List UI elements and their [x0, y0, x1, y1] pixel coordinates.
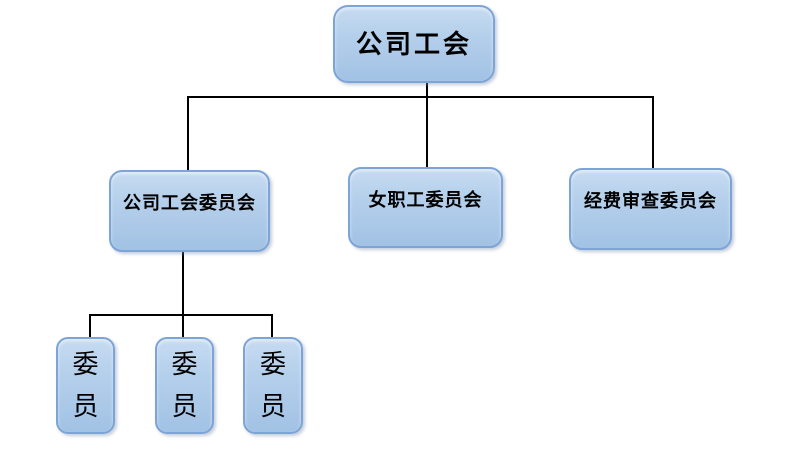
org-node-member-3-label: 委员: [259, 349, 286, 421]
org-node-member-1: 委员: [56, 337, 115, 434]
org-node-union-committee-label: 公司工会委员会: [123, 193, 256, 213]
org-node-member-2: 委员: [155, 337, 214, 434]
org-node-funds-audit-committee-label: 经费审查委员会: [584, 191, 717, 211]
org-node-funds-audit-committee: 经费审查委员会: [569, 168, 732, 250]
org-node-union-committee: 公司工会委员会: [109, 170, 270, 252]
org-node-member-3: 委员: [243, 337, 303, 434]
org-node-company-union: 公司工会: [333, 5, 495, 83]
org-node-member-1-label: 委员: [72, 349, 99, 421]
org-node-member-2-label: 委员: [171, 349, 198, 421]
org-node-female-workers-committee-label: 女职工委员会: [368, 190, 483, 210]
org-node-company-union-label: 公司工会: [355, 30, 472, 59]
org-node-female-workers-committee: 女职工委员会: [348, 167, 503, 248]
